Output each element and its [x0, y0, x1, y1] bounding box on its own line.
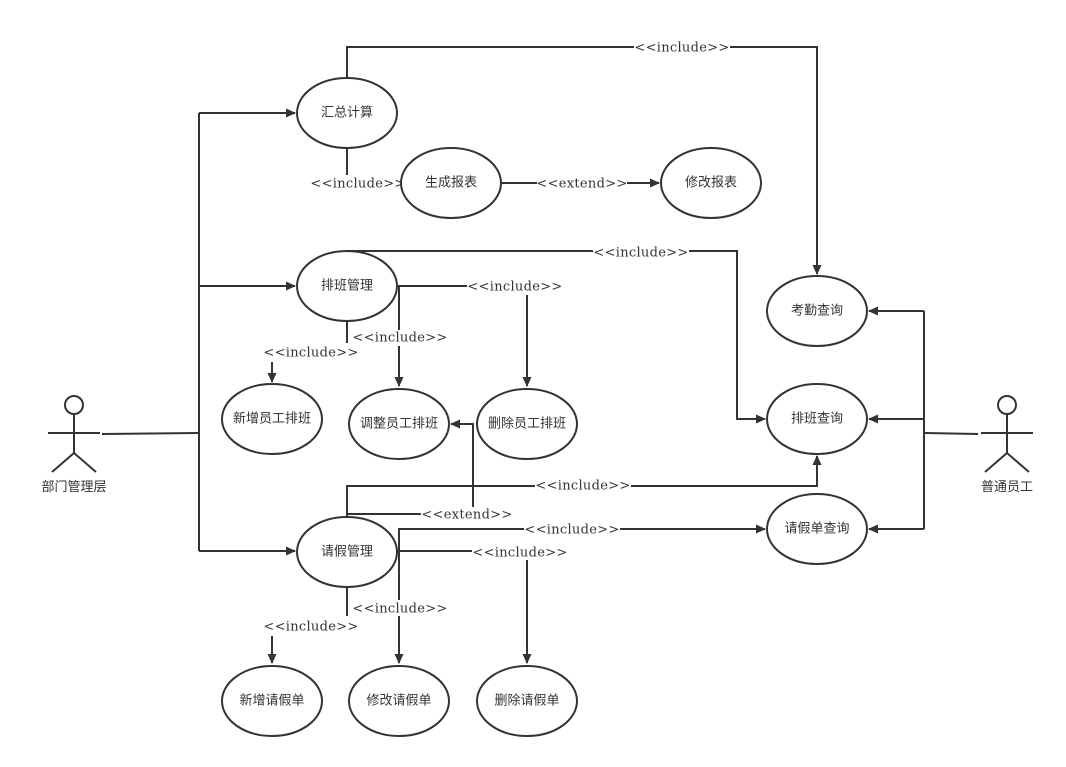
edge-schedule-schedquery: [347, 250, 766, 424]
use-case-label: 生成报表: [425, 176, 477, 191]
use-case-label: 调整员工排班: [360, 417, 438, 432]
label-schedule-schedquery: <<include>>: [593, 246, 688, 261]
label-leave-leavequery: <<include>>: [524, 523, 619, 538]
actor-name: 部门管理层: [41, 480, 106, 495]
edge-leave-adjust: [347, 419, 474, 515]
label-summary-report: <<include>>: [310, 177, 405, 192]
stick-figure-icon: [48, 395, 100, 473]
label-leave-add: <<include>>: [263, 620, 358, 635]
use-case-delete-leave[interactable]: 删除请假单: [476, 665, 578, 737]
use-case-add-schedule[interactable]: 新增员工排班: [221, 383, 323, 455]
edge-labels: <<include>> <<include>> <<extend>> <<inc…: [263, 40, 730, 635]
use-case-schedule-mgmt[interactable]: 排班管理: [296, 250, 398, 322]
use-case-add-leave[interactable]: 新增请假单: [221, 665, 323, 737]
use-case-label: 排班查询: [791, 412, 843, 427]
label-leave-delete: <<include>>: [472, 546, 567, 561]
use-case-gen-report[interactable]: 生成报表: [400, 147, 502, 219]
use-case-label: 汇总计算: [321, 106, 373, 121]
label-report-edit: <<extend>>: [536, 177, 627, 192]
edge-leave-leavequery: [398, 524, 766, 551]
use-case-label: 修改报表: [685, 176, 737, 191]
use-case-label: 删除请假单: [494, 694, 559, 709]
use-case-leave-query[interactable]: 请假单查询: [766, 493, 868, 565]
actor-employee[interactable]: 普通员工: [981, 395, 1033, 495]
use-case-attendance-query[interactable]: 考勤查询: [766, 275, 868, 347]
use-case-label: 请假单查询: [784, 522, 849, 537]
label-schedule-add: <<include>>: [263, 346, 358, 361]
use-case-label: 新增员工排班: [233, 411, 311, 427]
stick-figure-icon: [981, 395, 1033, 473]
use-case-edit-report[interactable]: 修改报表: [660, 147, 762, 219]
use-case-label: 请假管理: [321, 545, 373, 560]
label-leave-adjust: <<extend>>: [421, 508, 512, 523]
use-case-label: 考勤查询: [791, 304, 843, 319]
use-case-leave-mgmt[interactable]: 请假管理: [296, 516, 398, 588]
use-case-delete-schedule[interactable]: 删除员工排班: [476, 388, 578, 460]
employee-associations: [868, 306, 979, 534]
edge-summary-attendance: [346, 46, 822, 275]
label-schedule-delete: <<include>>: [467, 280, 562, 295]
use-case-label: 新增请假单: [239, 693, 304, 709]
use-case-label: 排班管理: [321, 279, 373, 294]
use-case-adjust-schedule[interactable]: 调整员工排班: [348, 388, 450, 460]
use-case-edit-leave[interactable]: 修改请假单: [348, 665, 450, 737]
label-schedule-adjust: <<include>>: [352, 331, 447, 346]
use-case-label: 删除员工排班: [488, 417, 566, 432]
manager-link: [101, 432, 199, 435]
use-case-schedule-query[interactable]: 排班查询: [766, 383, 868, 455]
use-case-label: 修改请假单: [366, 694, 431, 709]
label-summary-attendance: <<include>>: [634, 41, 729, 56]
actor-name: 普通员工: [981, 480, 1033, 495]
label-leave-schedquery: <<include>>: [535, 479, 630, 494]
employee-link: [924, 432, 979, 435]
manager-associations: [101, 108, 296, 556]
label-leave-edit: <<include>>: [352, 602, 447, 617]
actor-manager[interactable]: 部门管理层: [41, 395, 107, 495]
use-case-summary-calc[interactable]: 汇总计算: [296, 77, 398, 149]
